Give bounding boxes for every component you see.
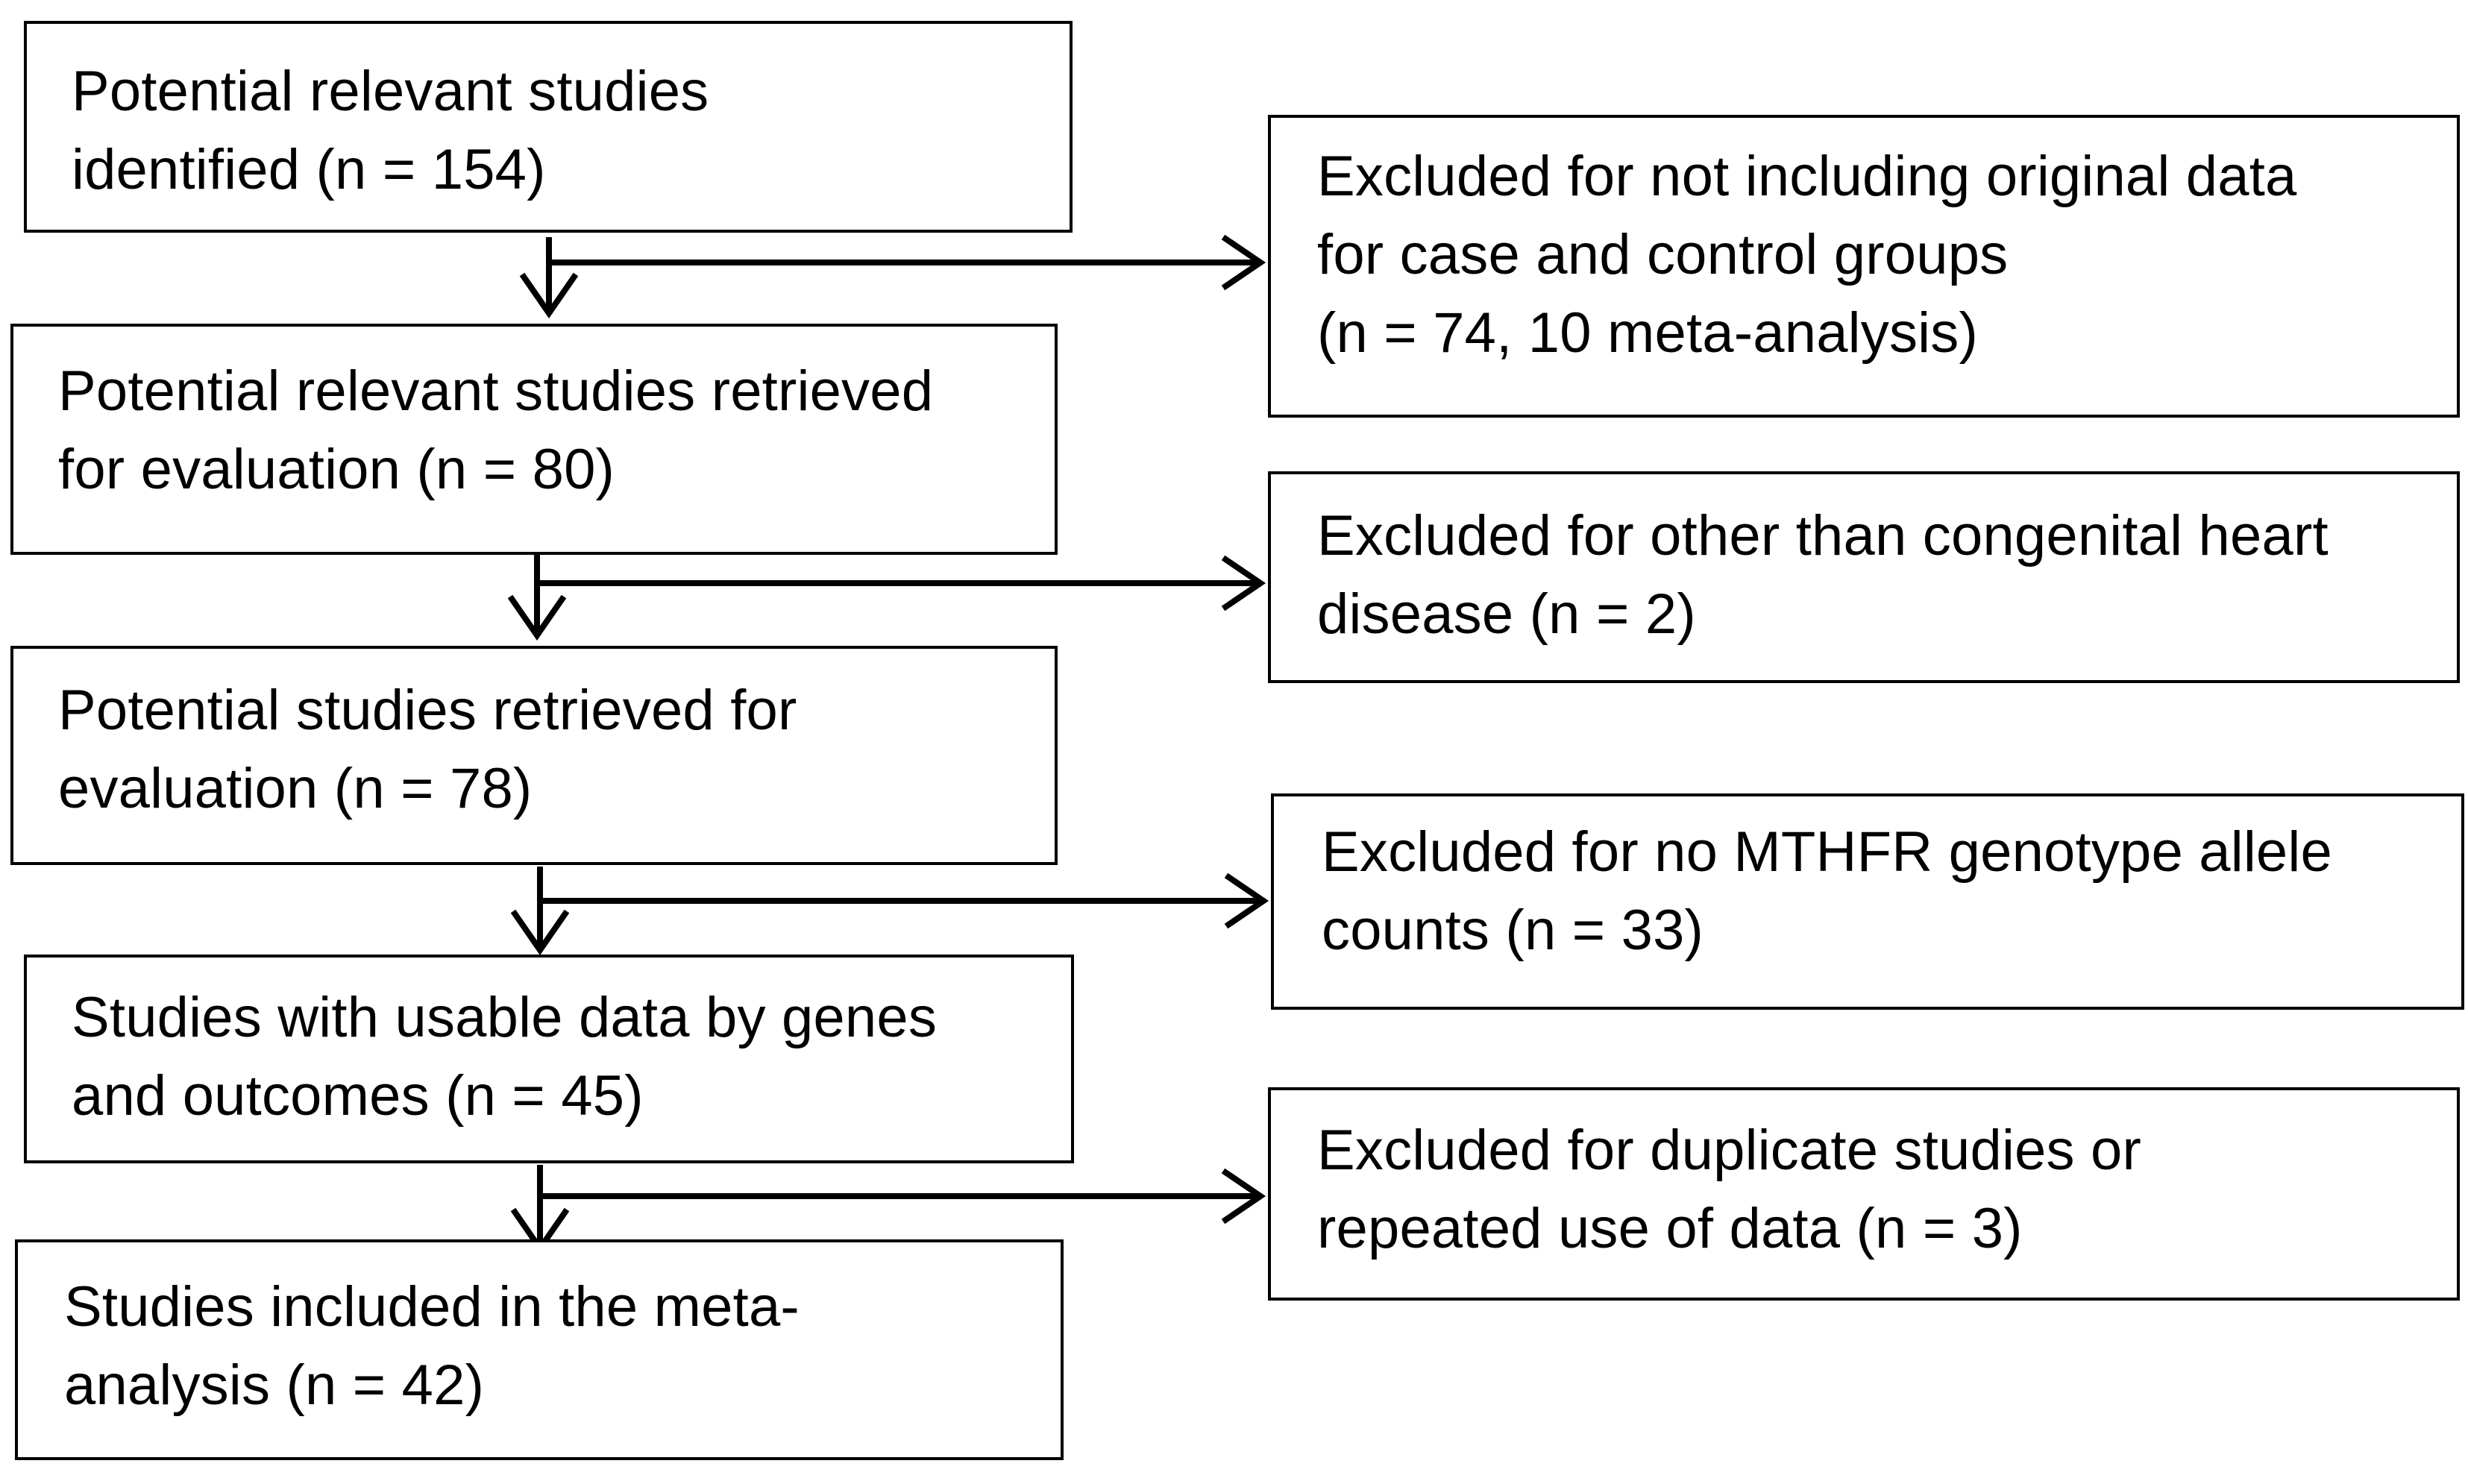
flow-step-usable-data: Studies with usable data by genes and ou… [24, 955, 1074, 1163]
flow-step-identified-text: Potential relevant studies identified (n… [72, 60, 709, 201]
flow-step-included: Studies included in the meta- analysis (… [15, 1239, 1064, 1460]
exclusion-other-disease-text: Excluded for other than congenital heart… [1317, 504, 2329, 646]
exclusion-no-genotype-counts-text: Excluded for no MTHFR genotype allele co… [1322, 820, 2332, 962]
flow-step-potential-studies-text: Potential studies retrieved for evaluati… [58, 679, 797, 820]
flow-step-retrieved-for-evaluation: Potential relevant studies retrieved for… [10, 324, 1058, 555]
connector-step3-to-step4 [510, 867, 1269, 956]
flow-step-retrieved-for-evaluation-text: Potential relevant studies retrieved for… [58, 359, 934, 501]
exclusion-no-original-data-text: Excluded for not including original data… [1317, 145, 2297, 365]
connector-step4-to-step5 [510, 1165, 1266, 1254]
flow-step-included-text: Studies included in the meta- analysis (… [64, 1275, 800, 1417]
flow-step-identified: Potential relevant studies identified (n… [24, 21, 1073, 233]
exclusion-no-original-data: Excluded for not including original data… [1268, 115, 2460, 418]
exclusion-duplicate-studies: Excluded for duplicate studies or repeat… [1268, 1087, 2460, 1301]
exclusion-no-genotype-counts: Excluded for no MTHFR genotype allele co… [1271, 793, 2464, 1010]
connector-step1-to-step2 [519, 234, 1266, 319]
exclusion-duplicate-studies-text: Excluded for duplicate studies or repeat… [1317, 1119, 2142, 1260]
flow-step-usable-data-text: Studies with usable data by genes and ou… [72, 986, 938, 1128]
flow-step-potential-studies: Potential studies retrieved for evaluati… [10, 646, 1058, 865]
exclusion-other-disease: Excluded for other than congenital heart… [1268, 471, 2460, 683]
connector-step2-to-step3 [507, 553, 1266, 641]
